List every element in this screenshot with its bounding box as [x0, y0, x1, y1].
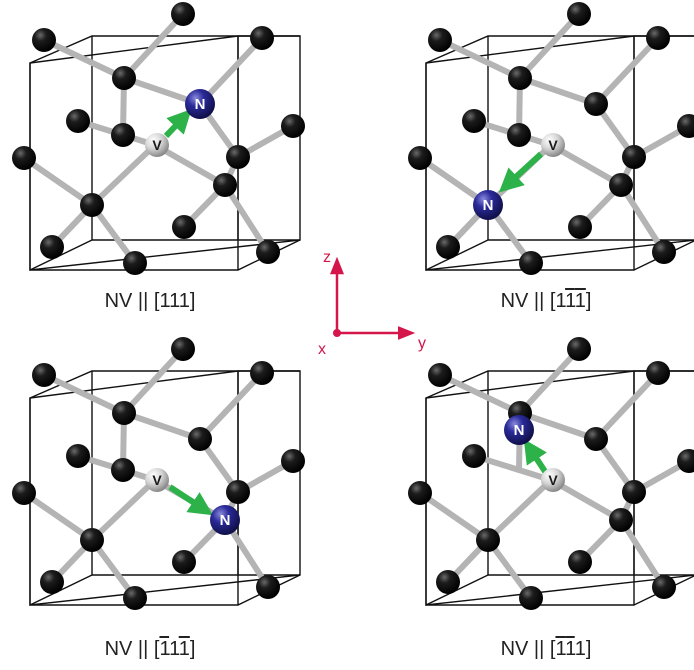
caption-index-2: 1 — [565, 290, 576, 312]
nitrogen-label: N — [220, 512, 231, 529]
panel-nv-1-1bar-1bar: V N NV || [111] — [408, 2, 694, 312]
panel-nv-111: V N NV || [111] — [12, 2, 305, 312]
caption-index-2: 1 — [169, 638, 180, 660]
green-nv-arrow — [523, 438, 549, 475]
green-nv-arrow — [498, 151, 544, 193]
caption-index-3: 1 — [575, 290, 586, 312]
panel-nv-1bar-1-1bar: V N NV || [111] — [12, 337, 305, 660]
caption-index-1: 1 — [159, 290, 170, 312]
vacancy-label: V — [152, 137, 162, 153]
caption-suffix: ] — [190, 638, 196, 660]
caption-prefix: NV || [ — [105, 638, 160, 660]
panel-caption: NV || [111] — [501, 638, 592, 660]
caption-index-3: 1 — [179, 290, 190, 312]
nitrogen-atom: N — [210, 505, 240, 535]
caption-index-3: 1 — [575, 638, 586, 660]
caption-index-1: 1 — [555, 290, 566, 312]
caption-index-2: 1 — [169, 290, 180, 312]
caption-prefix: NV || [ — [105, 290, 160, 312]
caption-index-3: 1 — [179, 638, 190, 660]
green-nv-arrow — [168, 484, 214, 516]
panel-caption: NV || [111] — [105, 638, 196, 660]
vacancy-site: V — [145, 133, 169, 157]
panel-caption: NV || [111] — [105, 290, 196, 312]
nitrogen-atom: N — [504, 415, 534, 445]
caption-suffix: ] — [586, 290, 592, 312]
nitrogen-label: N — [195, 96, 206, 113]
caption-index-2: 1 — [565, 638, 576, 660]
nitrogen-atom: N — [185, 89, 215, 119]
x-axis-dot — [333, 329, 341, 337]
nitrogen-label: N — [514, 422, 525, 439]
nitrogen-atom: N — [473, 190, 503, 220]
carbon-atoms — [12, 337, 305, 610]
x-axis-label: x — [318, 341, 326, 358]
caption-suffix: ] — [586, 638, 592, 660]
nitrogen-label: N — [483, 197, 494, 214]
vacancy-label: V — [548, 137, 558, 153]
caption-suffix: ] — [190, 290, 196, 312]
z-axis-label: z — [323, 249, 331, 266]
coordinate-axes: z y x — [318, 249, 426, 358]
vacancy-label: V — [548, 472, 558, 488]
caption-index-1: 1 — [555, 638, 566, 660]
caption-prefix: NV || [ — [501, 290, 556, 312]
green-nv-arrow — [163, 109, 192, 139]
y-axis-label: y — [418, 335, 426, 352]
panel-caption: NV || [111] — [501, 290, 592, 312]
carbon-atoms — [12, 2, 305, 275]
vacancy-label: V — [152, 472, 162, 488]
carbon-atoms — [408, 2, 694, 275]
panel-nv-1bar-1bar-1: V N NV || [111] — [408, 337, 694, 660]
caption-prefix: NV || [ — [501, 638, 556, 660]
vacancy-site: V — [541, 133, 565, 157]
caption-index-1: 1 — [159, 638, 170, 660]
vacancy-site: V — [145, 468, 169, 492]
vacancy-site: V — [541, 468, 565, 492]
